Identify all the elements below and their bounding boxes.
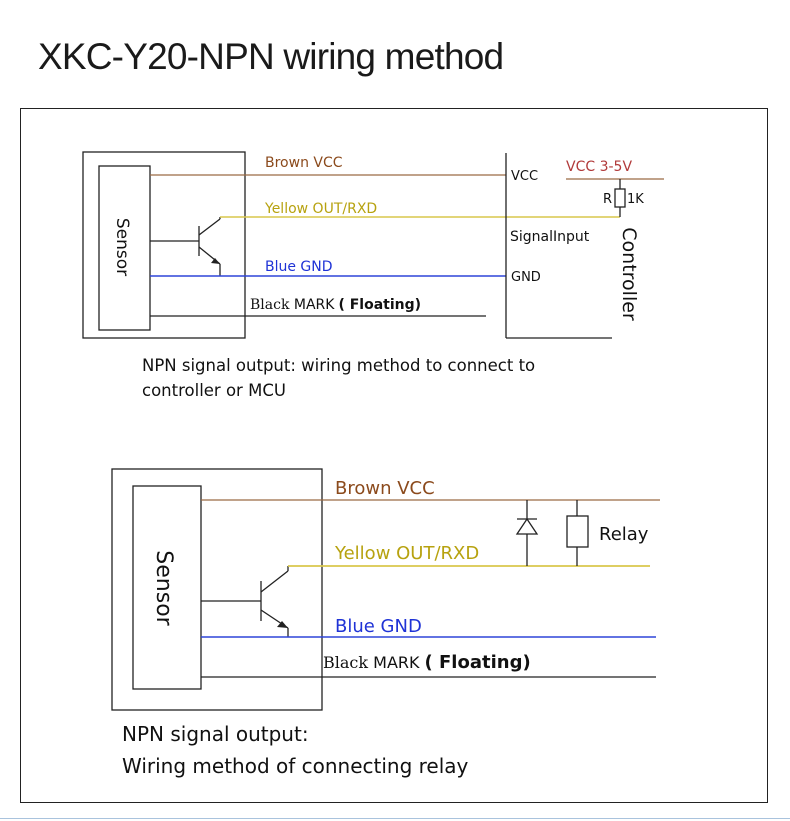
resistor-ref: R bbox=[603, 192, 612, 207]
wire-blue-label: Blue GND bbox=[265, 259, 333, 275]
diagram-frame bbox=[20, 108, 768, 803]
relay-label: Relay bbox=[599, 524, 649, 545]
transistor-emitter-arrow bbox=[277, 621, 288, 628]
diode-symbol bbox=[515, 500, 539, 566]
sensor-box bbox=[132, 485, 202, 690]
diagram-relay: Sensor Brown VCC Yellow OUT/RXD Blue GND… bbox=[111, 468, 660, 778]
wire-yellow-label: Yellow OUT/RXD bbox=[264, 201, 377, 217]
wire-blue-label: Blue GND bbox=[335, 616, 422, 637]
transistor-symbol bbox=[201, 566, 289, 637]
resistor-symbol bbox=[614, 188, 626, 208]
wire-yellow-label: Yellow OUT/RXD bbox=[334, 543, 479, 564]
pin-gnd-label: GND bbox=[511, 270, 541, 285]
pin-signal-label: SignalInput bbox=[510, 229, 590, 245]
diagram-controller: Sensor Brown VCC Yellow OUT/RXD Blue GND… bbox=[82, 151, 664, 400]
caption-line-2: controller or MCU bbox=[142, 381, 286, 400]
sensor-housing bbox=[82, 151, 246, 339]
sensor-box bbox=[98, 165, 151, 331]
caption-line-1: NPN signal output: bbox=[122, 722, 309, 746]
supply-label: VCC 3-5V bbox=[566, 159, 632, 175]
transistor-symbol bbox=[150, 217, 221, 276]
sensor-label: Sensor bbox=[112, 218, 132, 276]
sensor-housing bbox=[111, 468, 323, 711]
controller-label: Controller bbox=[618, 227, 640, 321]
wire-black-label: Black MARK( Floating) bbox=[250, 297, 421, 313]
sensor-label: Sensor bbox=[151, 550, 176, 626]
relay-coil bbox=[566, 500, 589, 566]
wire-black-label: Black MARK( Floating) bbox=[323, 652, 531, 673]
wire-brown-label: Brown VCC bbox=[265, 155, 343, 171]
pin-vcc-label: VCC bbox=[511, 169, 538, 184]
page-title: XKC-Y20-NPN wiring method bbox=[38, 36, 504, 77]
transistor-emitter-arrow bbox=[211, 258, 220, 264]
caption-line-2: Wiring method of connecting relay bbox=[122, 754, 469, 778]
bottom-divider bbox=[0, 818, 790, 819]
resistor-value: 1K bbox=[627, 192, 644, 207]
caption-line-1: NPN signal output: wiring method to conn… bbox=[142, 356, 535, 375]
wire-brown-label: Brown VCC bbox=[335, 478, 435, 499]
